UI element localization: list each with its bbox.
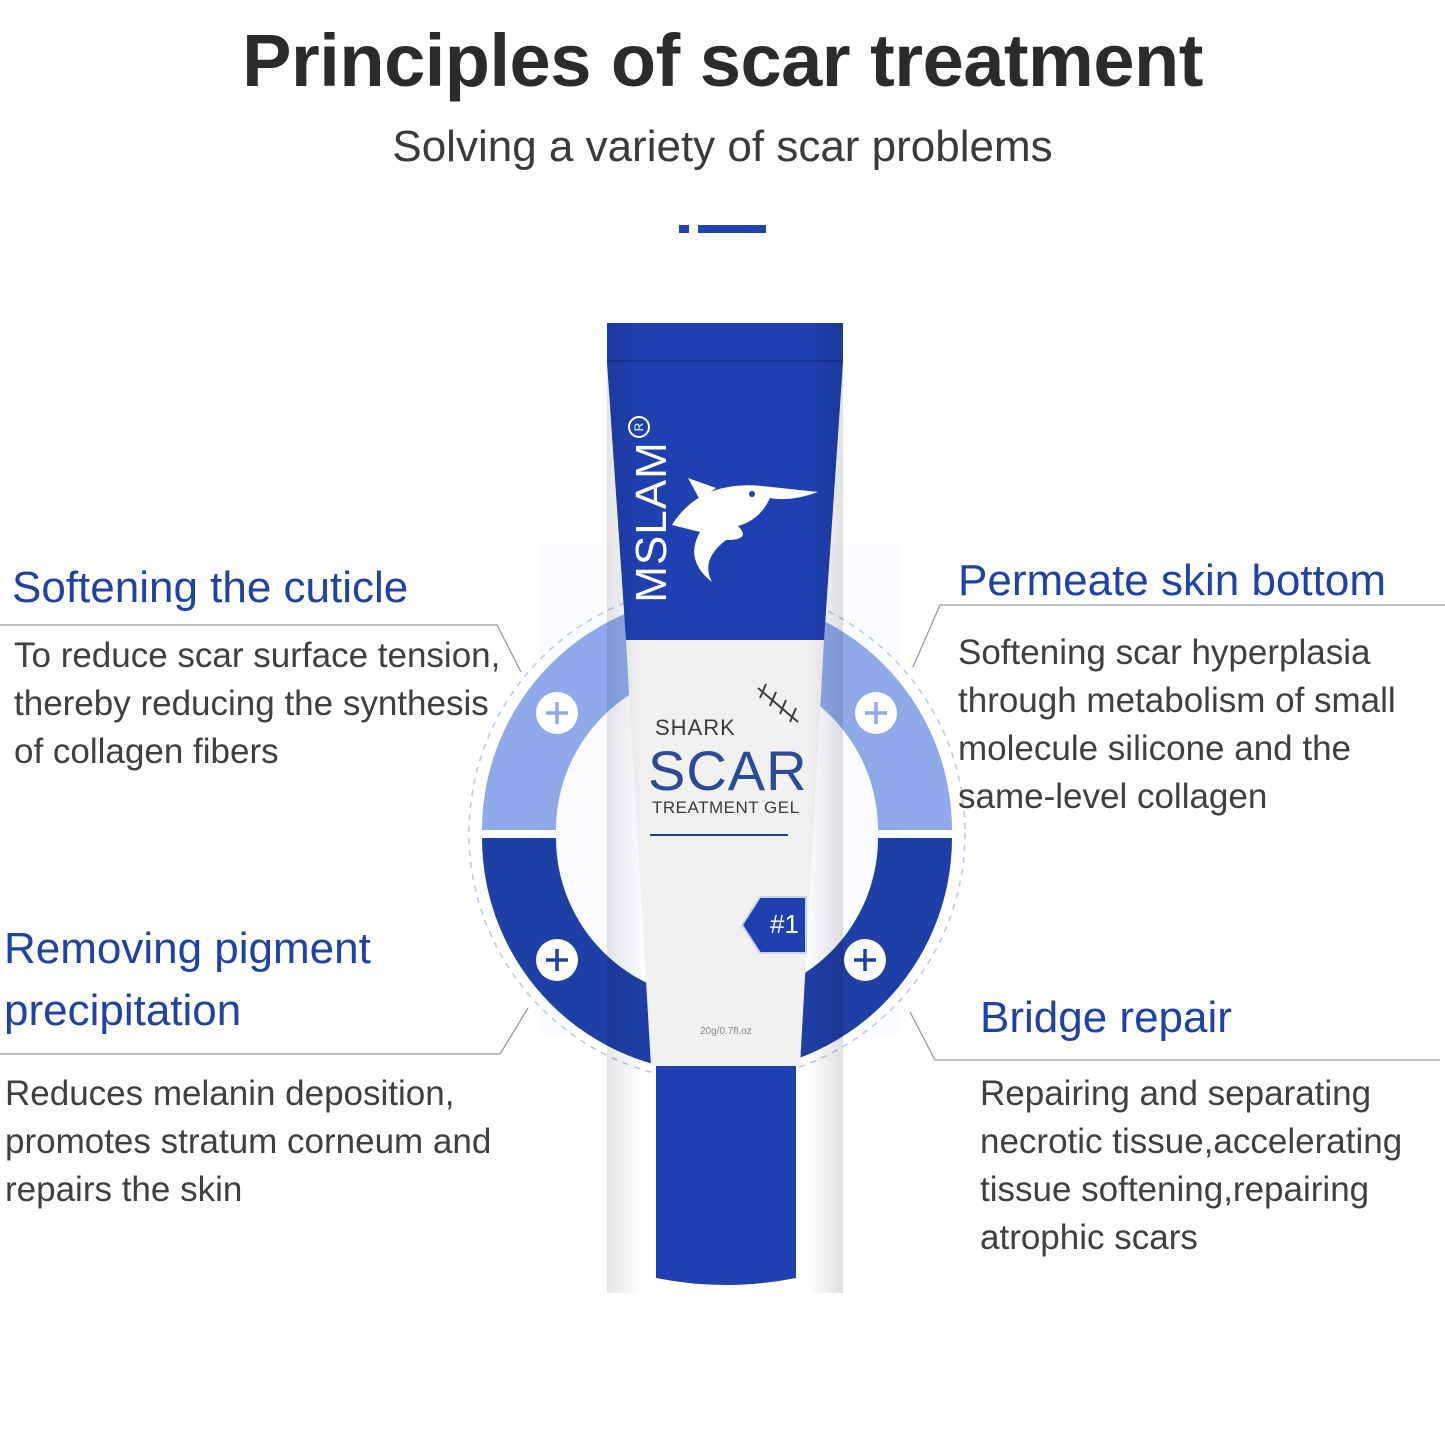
feature-body-line: Softening scar hyperplasia — [958, 633, 1371, 672]
badge-shape — [740, 896, 807, 954]
registered-mark: R — [628, 416, 650, 438]
feature-heading-removing-pigment: Removing pigment precipitation — [4, 918, 524, 1042]
feature-body-permeate-skin: Softening scar hyperplasia through metab… — [958, 629, 1438, 821]
feature-body-softening-cuticle: To reduce scar surface tension, thereby … — [14, 632, 514, 776]
feature-heading-permeate-skin: Permeate skin bottom — [958, 556, 1386, 605]
net-weight: 20g/0.7fl.oz — [700, 1026, 752, 1037]
product-line-shark: SHARK — [655, 715, 736, 740]
plus-icon — [844, 939, 886, 981]
page-subtitle: Solving a variety of scar problems — [392, 122, 1053, 171]
plus-icon — [536, 939, 578, 981]
feature-body-line: of collagen fibers — [14, 732, 279, 771]
feature-heading-line: Removing pigment — [4, 924, 371, 973]
feature-heading-line: precipitation — [4, 986, 242, 1035]
stitch-icon — [757, 683, 799, 723]
feature-body-line: promotes stratum corneum and — [5, 1122, 492, 1161]
feature-heading-bridge-repair: Bridge repair — [980, 993, 1232, 1042]
product-badge: #1 — [770, 909, 799, 939]
feature-body-line: To reduce scar surface tension, — [14, 636, 501, 675]
feature-body-bridge-repair: Repairing and separating necrotic tissue… — [980, 1070, 1440, 1262]
feature-body-line: repairs the skin — [5, 1170, 243, 1209]
feature-body-line: Reduces melanin deposition, — [5, 1074, 455, 1113]
feature-body-line: molecule silicone and the — [958, 729, 1352, 768]
leader-line — [0, 624, 522, 673]
divider-bar — [698, 225, 766, 233]
leader-line — [909, 1011, 1440, 1061]
plus-icon — [536, 692, 578, 734]
divider-dot — [679, 225, 689, 233]
feature-body-line: necrotic tissue,accelerating — [980, 1122, 1403, 1161]
leader-line — [912, 604, 1445, 668]
product-line-gel: TREATMENT GEL — [652, 798, 800, 817]
leader-line — [0, 1007, 529, 1055]
product-line-scar: SCAR — [648, 739, 808, 802]
feature-body-removing-pigment: Reduces melanin deposition, promotes str… — [5, 1070, 525, 1214]
plus-icon — [855, 692, 897, 734]
feature-body-line: same-level collagen — [958, 777, 1268, 816]
feature-body-line: through metabolism of small — [958, 681, 1396, 720]
feature-body-line: Repairing and separating — [980, 1074, 1372, 1113]
shark-logo-icon — [672, 478, 818, 582]
feature-body-line: thereby reducing the synthesis — [14, 684, 489, 723]
feature-body-line: atrophic scars — [980, 1218, 1198, 1257]
feature-heading-softening-cuticle: Softening the cuticle — [12, 563, 409, 612]
page-title: Principles of scar treatment — [242, 19, 1203, 102]
brand-name: MSLAM — [627, 441, 676, 603]
feature-body-line: tissue softening,repairing — [980, 1170, 1370, 1209]
